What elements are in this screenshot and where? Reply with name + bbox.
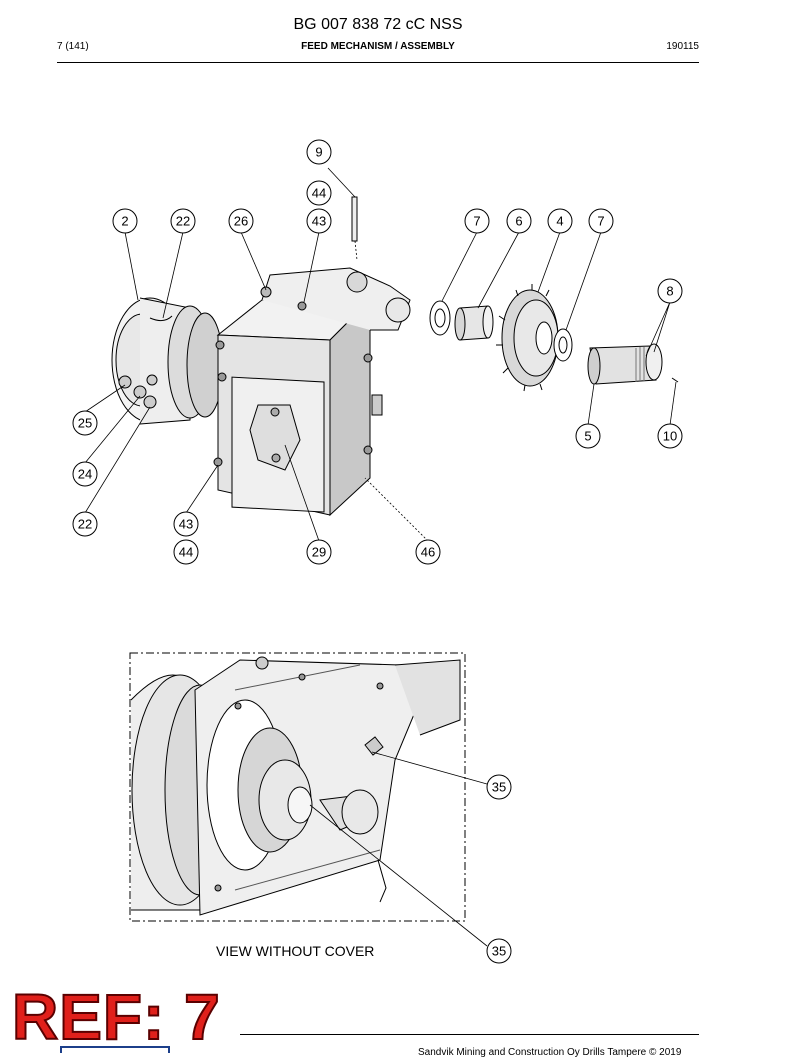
top-callout-2: 2 [112, 208, 138, 234]
callout-label: 43 [179, 517, 193, 532]
callout-label: 26 [234, 214, 248, 229]
callout-circle [575, 423, 601, 449]
assembly-exploded-view [111, 196, 679, 517]
top-callout-6: 6 [506, 208, 532, 234]
top-callout-25: 25 [72, 410, 98, 436]
callout-label: 8 [666, 284, 673, 299]
bottom-callout-35: 35 [486, 938, 512, 964]
top-callout-44: 44 [173, 539, 199, 565]
top-callout-26: 26 [228, 208, 254, 234]
ref-stamp: REF: 7 [11, 980, 221, 1054]
top-callout-43: 43 [306, 208, 332, 234]
callout-circle [306, 539, 332, 565]
callout-circle [173, 539, 199, 565]
top-callout-44: 44 [306, 180, 332, 206]
top-callout-8: 8 [657, 278, 683, 304]
callout-label: 35 [492, 780, 506, 795]
top-callout-43: 43 [173, 511, 199, 537]
callout-label: 22 [176, 214, 190, 229]
top-callout-7: 7 [464, 208, 490, 234]
callout-circle [72, 461, 98, 487]
callout-circle [415, 539, 441, 565]
top-callout-29: 29 [306, 539, 332, 565]
top-callout-24: 24 [72, 461, 98, 487]
bottom-callout-35: 35 [486, 774, 512, 800]
callout-circle [486, 774, 512, 800]
callout-label: 4 [556, 214, 563, 229]
header-rule [57, 62, 699, 63]
callout-label: 2 [121, 214, 128, 229]
callout-label: 24 [78, 467, 92, 482]
callout-circle [72, 511, 98, 537]
top-callout-22: 22 [170, 208, 196, 234]
callout-circle [306, 208, 332, 234]
top-callout-5: 5 [575, 423, 601, 449]
logo-fragment [60, 1046, 170, 1053]
top-callout-4: 4 [547, 208, 573, 234]
callout-label: 9 [315, 145, 322, 160]
callout-label: 46 [421, 545, 435, 560]
callout-circle [506, 208, 532, 234]
top-callout-9: 9 [306, 139, 332, 165]
callout-circle [72, 410, 98, 436]
page-number: 7 (141) [57, 41, 89, 52]
top-callout-46: 46 [415, 539, 441, 565]
callout-label: 5 [584, 429, 591, 444]
callout-circle [112, 208, 138, 234]
callout-label: 22 [78, 517, 92, 532]
section-title: FEED MECHANISM / ASSEMBLY [301, 41, 455, 52]
callout-circle [657, 278, 683, 304]
callout-circle [173, 511, 199, 537]
callout-circle [306, 180, 332, 206]
callout-label: 10 [663, 429, 677, 444]
document-id: BG 007 838 72 cC NSS [293, 16, 463, 33]
top-callout-10: 10 [657, 423, 683, 449]
top-callout-22: 22 [72, 511, 98, 537]
callout-label: 44 [179, 545, 193, 560]
callout-circle [657, 423, 683, 449]
callout-circle [306, 139, 332, 165]
leader-lines-top [84, 167, 677, 542]
callout-label: 7 [597, 214, 604, 229]
callout-label: 25 [78, 416, 92, 431]
view-caption: VIEW WITHOUT COVER [216, 943, 375, 959]
callout-circle [170, 208, 196, 234]
callout-circle [588, 208, 614, 234]
callout-label: 35 [492, 944, 506, 959]
callout-label: 7 [473, 214, 480, 229]
callout-circle [464, 208, 490, 234]
callout-circle [486, 938, 512, 964]
leader-lines-bottom [309, 751, 488, 947]
callout-circle [547, 208, 573, 234]
revision-date: 190115 [666, 41, 699, 52]
callout-circle [228, 208, 254, 234]
detail-view-without-cover [129, 652, 466, 922]
callout-label: 44 [312, 186, 326, 201]
top-callout-7: 7 [588, 208, 614, 234]
callout-label: 29 [312, 545, 326, 560]
footer-rule [240, 1034, 699, 1035]
callout-label: 6 [515, 214, 522, 229]
callout-label: 43 [312, 214, 326, 229]
